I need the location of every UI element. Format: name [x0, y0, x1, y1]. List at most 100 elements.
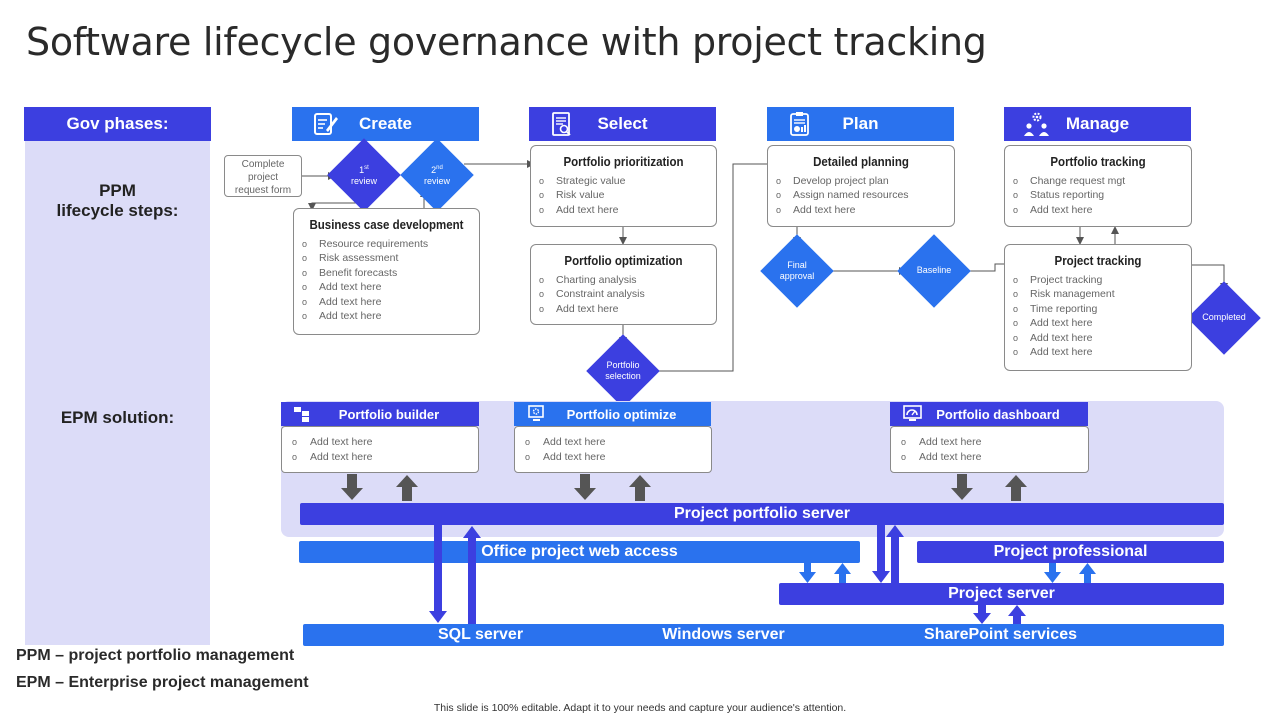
portfolio-optimization-box: Portfolio optimization Charting analysis…: [530, 244, 717, 325]
legend-epm: EPM – Enterprise project management: [16, 674, 309, 691]
portfolio-optimization-title: Portfolio optimization: [564, 254, 683, 268]
portfolio-tracking-title: Portfolio tracking: [1050, 155, 1146, 169]
list-item: Add text here: [539, 302, 716, 316]
portfolio-prioritization-box: Portfolio prioritization Strategic value…: [530, 145, 717, 227]
list-item: Add text here: [292, 450, 478, 465]
left-column-panel: [25, 141, 210, 645]
business-case-box: Business case development Resource requi…: [293, 208, 480, 335]
review1-diamond: 1st review: [338, 149, 390, 201]
sql-server-label: SQL server: [437, 626, 524, 643]
detailed-planning-title: Detailed planning: [813, 155, 909, 169]
list-item: Status reporting: [1013, 188, 1191, 202]
review1-number: 1: [359, 164, 365, 175]
portfolio-selection-line1: Portfolio: [606, 359, 640, 370]
clipboard-chart-icon: [790, 112, 809, 136]
portfolio-tracking-box: Portfolio tracking Change request mgt St…: [1004, 145, 1192, 227]
ppm-row-label: PPM lifecycle steps:: [25, 181, 210, 221]
portfolio-optimize-list: Add text here Add text here: [525, 435, 711, 464]
portfolio-builder-title: Portfolio builder: [338, 406, 440, 422]
portfolio-prioritization-title: Portfolio prioritization: [563, 155, 684, 169]
project-tracking-box: Project tracking Project tracking Risk m…: [1004, 244, 1192, 371]
layers-icon: [294, 407, 309, 422]
review1-suffix: st: [364, 164, 369, 171]
phase-header-create: Create: [292, 107, 479, 141]
infrastructure-bar: SQL server Windows server SharePoint ser…: [303, 624, 1224, 646]
list-item: Add text here: [1013, 345, 1191, 359]
detailed-planning-box: Detailed planning Develop project plan A…: [767, 145, 955, 227]
list-item: Add text here: [539, 203, 716, 217]
review2-number: 2: [431, 164, 437, 175]
list-item: Risk value: [539, 188, 716, 202]
list-item: Resource requirements: [302, 237, 479, 251]
request-form-line3: request form: [234, 185, 292, 196]
phase-header-plan: Plan: [767, 107, 954, 141]
portfolio-optimize-box: Add text here Add text here: [514, 426, 712, 473]
project-tracking-list: Project tracking Risk management Time re…: [1013, 273, 1191, 359]
list-item: Strategic value: [539, 174, 716, 188]
portfolio-tracking-list: Change request mgt Status reporting Add …: [1013, 174, 1191, 217]
settings-screen-icon: [528, 405, 544, 421]
project-professional-bar: Project professional: [917, 541, 1224, 563]
list-item: Add text here: [1013, 316, 1191, 330]
review2-diamond: 2nd review: [411, 149, 463, 201]
portfolio-selection-diamond: Portfolio selection: [597, 345, 649, 397]
list-item: Add text here: [292, 435, 478, 450]
list-item: Add text here: [302, 295, 479, 309]
portfolio-dashboard-box: Add text here Add text here: [890, 426, 1089, 473]
sharepoint-services-label: SharePoint services: [924, 626, 1077, 643]
portfolio-dashboard-header: Portfolio dashboard: [890, 402, 1088, 426]
list-item: Add text here: [302, 280, 479, 294]
page-title: Software lifecycle governance with proje…: [26, 20, 987, 64]
request-form-line2: project: [247, 172, 278, 183]
ppm-row-label-line2: lifecycle steps:: [56, 201, 179, 220]
list-item: Risk assessment: [302, 251, 479, 265]
list-item: Add text here: [1013, 331, 1191, 345]
ppm-row-label-line1: PPM: [99, 181, 136, 200]
list-item: Add text here: [302, 309, 479, 323]
list-item: Add text here: [776, 203, 954, 217]
final-approval-line2: approval: [779, 271, 815, 281]
project-tracking-title: Project tracking: [1054, 254, 1142, 268]
footer-note: This slide is 100% editable. Adapt it to…: [433, 702, 847, 714]
windows-server-label: Windows server: [662, 626, 785, 643]
review1-word: review: [350, 176, 377, 186]
list-item: Add text here: [1013, 203, 1191, 217]
portfolio-optimize-header: Portfolio optimize: [514, 402, 711, 426]
legend-ppm: PPM – project portfolio management: [16, 647, 295, 664]
project-server-bar: Project server: [779, 583, 1224, 605]
team-gear-icon: [1024, 112, 1049, 136]
list-item: Risk management: [1013, 287, 1191, 301]
portfolio-dashboard-title: Portfolio dashboard: [936, 406, 1060, 422]
portfolio-optimization-list: Charting analysis Constraint analysis Ad…: [539, 273, 716, 316]
list-item: Project tracking: [1013, 273, 1191, 287]
portfolio-builder-box: Add text here Add text here: [281, 426, 479, 473]
business-case-title: Business case development: [309, 218, 464, 232]
phase-header-manage-label: Manage: [1065, 114, 1130, 133]
baseline-diamond: Baseline: [916, 265, 952, 276]
phase-header-plan-label: Plan: [842, 114, 879, 133]
review2-word: review: [423, 176, 450, 186]
epm-row-label: EPM solution:: [60, 408, 175, 427]
project-request-form: Complete project request form: [224, 155, 302, 197]
business-case-list: Resource requirements Risk assessment Be…: [302, 237, 479, 323]
phase-header-select-label: Select: [597, 114, 648, 133]
document-search-icon: [552, 112, 571, 136]
portfolio-dashboard-list: Add text here Add text here: [901, 435, 1088, 464]
list-item: Benefit forecasts: [302, 266, 479, 280]
phase-header-select: Select: [529, 107, 716, 141]
list-item: Time reporting: [1013, 302, 1191, 316]
portfolio-prioritization-list: Strategic value Risk value Add text here: [539, 174, 716, 217]
completed-diamond: Completed: [1202, 312, 1246, 323]
list-item: Add text here: [901, 435, 1088, 450]
list-item: Charting analysis: [539, 273, 716, 287]
gov-phases-header: Gov phases:: [24, 107, 211, 141]
list-item: Assign named resources: [776, 188, 954, 202]
detailed-planning-list: Develop project plan Assign named resour…: [776, 174, 954, 217]
request-form-line1: Complete: [241, 159, 285, 170]
portfolio-builder-header: Portfolio builder: [281, 402, 479, 426]
list-item: Add text here: [901, 450, 1088, 465]
list-item: Change request mgt: [1013, 174, 1191, 188]
portfolio-selection-line2: selection: [605, 371, 641, 381]
phase-header-manage: Manage: [1004, 107, 1191, 141]
project-portfolio-server-bar: Project portfolio server: [300, 503, 1224, 525]
